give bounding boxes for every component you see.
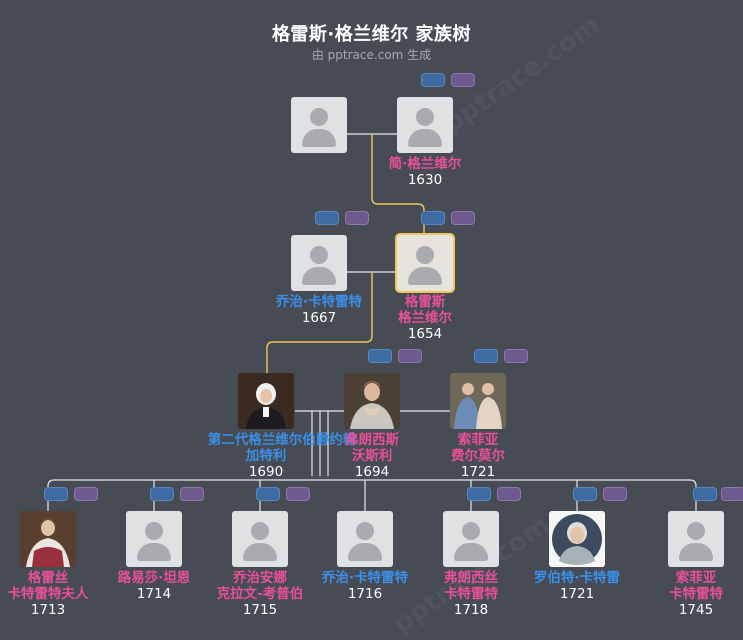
person-name: 索菲亚 bbox=[457, 432, 499, 448]
person-name: 卡特雷特 bbox=[669, 586, 723, 602]
person-placeholder-icon bbox=[397, 97, 453, 153]
expand-toggle[interactable] bbox=[345, 211, 369, 225]
page-title: 格雷斯·格兰维尔 家族树 bbox=[271, 24, 472, 45]
birth-year: 1690 bbox=[248, 464, 284, 480]
expand-toggle[interactable] bbox=[474, 349, 498, 363]
expand-toggle[interactable] bbox=[451, 73, 475, 87]
expand-toggle[interactable] bbox=[368, 349, 392, 363]
portrait-woman-icon bbox=[344, 373, 400, 429]
person-placeholder-icon bbox=[397, 235, 453, 291]
birth-year: 1713 bbox=[30, 602, 66, 618]
birth-year: 1715 bbox=[242, 602, 278, 618]
birth-year: 1654 bbox=[407, 326, 443, 342]
birth-year: 1694 bbox=[354, 464, 390, 480]
person-name: 索菲亚 bbox=[675, 570, 717, 586]
person-card[interactable]: 路易莎·坦恩 1714 bbox=[94, 511, 214, 602]
expand-toggle[interactable] bbox=[421, 73, 445, 87]
person-card[interactable]: 弗朗西斯 沃斯利 1694 bbox=[312, 373, 432, 480]
birth-year: 1718 bbox=[453, 602, 489, 618]
expand-toggle[interactable] bbox=[256, 487, 280, 501]
person-name: 弗朗西丝 bbox=[444, 570, 498, 586]
person-placeholder-icon bbox=[668, 511, 724, 567]
expand-toggle[interactable] bbox=[180, 487, 204, 501]
person-card[interactable]: 乔治·卡特雷特 1716 bbox=[305, 511, 425, 602]
birth-year: 1745 bbox=[678, 602, 714, 618]
portrait-woman-icon bbox=[20, 511, 76, 567]
person-placeholder-icon bbox=[337, 511, 393, 567]
person-name: 费尔莫尔 bbox=[451, 448, 505, 464]
portrait-man-icon bbox=[549, 511, 605, 567]
expand-toggle[interactable] bbox=[504, 349, 528, 363]
birth-year: 1721 bbox=[559, 586, 595, 602]
person-name: 简·格兰维尔 bbox=[388, 156, 462, 172]
person-name: 卡特雷特夫人 bbox=[7, 586, 89, 602]
person-card-selected[interactable]: 格雷斯 格兰维尔 1654 bbox=[365, 235, 485, 342]
expand-toggle[interactable] bbox=[693, 487, 717, 501]
person-name: 克拉文-考普伯 bbox=[216, 586, 304, 602]
expand-toggle[interactable] bbox=[573, 487, 597, 501]
birth-year: 1630 bbox=[407, 172, 443, 188]
expand-toggle[interactable] bbox=[421, 211, 445, 225]
person-card[interactable]: 索菲亚 卡特雷特 1745 bbox=[636, 511, 743, 618]
expand-toggle[interactable] bbox=[603, 487, 627, 501]
birth-year: 1716 bbox=[347, 586, 383, 602]
expand-toggle[interactable] bbox=[398, 349, 422, 363]
person-card[interactable]: 罗伯特·卡特雷 1721 bbox=[517, 511, 637, 602]
person-card[interactable]: 第二代格兰维尔伯爵约翰 加特利 1690 bbox=[206, 373, 356, 480]
person-name: 格雷丝 bbox=[27, 570, 69, 586]
person-name: 格兰维尔 bbox=[398, 310, 452, 326]
portrait-two-women-icon bbox=[450, 373, 506, 429]
person-card[interactable]: 简·格兰维尔 1630 bbox=[365, 97, 485, 188]
page-subtitle: 由 pptrace.com 生成 bbox=[311, 48, 432, 62]
expand-toggle[interactable] bbox=[467, 487, 491, 501]
expand-toggle[interactable] bbox=[451, 211, 475, 225]
person-name: 弗朗西斯 bbox=[345, 432, 399, 448]
person-card[interactable]: 乔治安娜 克拉文-考普伯 1715 bbox=[200, 511, 320, 618]
expand-toggle[interactable] bbox=[721, 487, 743, 501]
expand-toggle[interactable] bbox=[315, 211, 339, 225]
person-name: 乔治·卡特雷特 bbox=[275, 294, 363, 310]
expand-toggle[interactable] bbox=[44, 487, 68, 501]
person-placeholder-icon bbox=[291, 235, 347, 291]
birth-year: 1714 bbox=[136, 586, 172, 602]
person-card[interactable]: 乔治·卡特雷特 1667 bbox=[259, 235, 379, 326]
person-placeholder-icon bbox=[291, 97, 347, 153]
person-name: 沃斯利 bbox=[351, 448, 393, 464]
person-name: 加特利 bbox=[245, 448, 287, 464]
person-name: 罗伯特·卡特雷 bbox=[533, 570, 621, 586]
person-placeholder-icon bbox=[443, 511, 499, 567]
person-card[interactable]: 格雷丝 卡特雷特夫人 1713 bbox=[0, 511, 108, 618]
birth-year: 1667 bbox=[301, 310, 337, 326]
person-name: 格雷斯 bbox=[404, 294, 446, 310]
person-card[interactable] bbox=[259, 97, 379, 153]
ancestor-line bbox=[371, 134, 425, 236]
expand-toggle[interactable] bbox=[497, 487, 521, 501]
person-card[interactable]: 弗朗西丝 卡特雷特 1718 bbox=[411, 511, 531, 618]
expand-toggle[interactable] bbox=[74, 487, 98, 501]
person-name: 卡特雷特 bbox=[444, 586, 498, 602]
person-name: 乔治·卡特雷特 bbox=[321, 570, 409, 586]
person-placeholder-icon bbox=[126, 511, 182, 567]
ancestor-line bbox=[266, 272, 373, 374]
expand-toggle[interactable] bbox=[150, 487, 174, 501]
person-card[interactable]: 索菲亚 费尔莫尔 1721 bbox=[418, 373, 538, 480]
expand-toggle[interactable] bbox=[286, 487, 310, 501]
person-placeholder-icon bbox=[232, 511, 288, 567]
person-name: 乔治安娜 bbox=[233, 570, 287, 586]
children-bus bbox=[47, 479, 697, 512]
person-name: 路易莎·坦恩 bbox=[117, 570, 191, 586]
portrait-man-icon bbox=[238, 373, 294, 429]
birth-year: 1721 bbox=[460, 464, 496, 480]
person-name: 第二代格兰维尔伯爵约翰 bbox=[207, 432, 357, 448]
